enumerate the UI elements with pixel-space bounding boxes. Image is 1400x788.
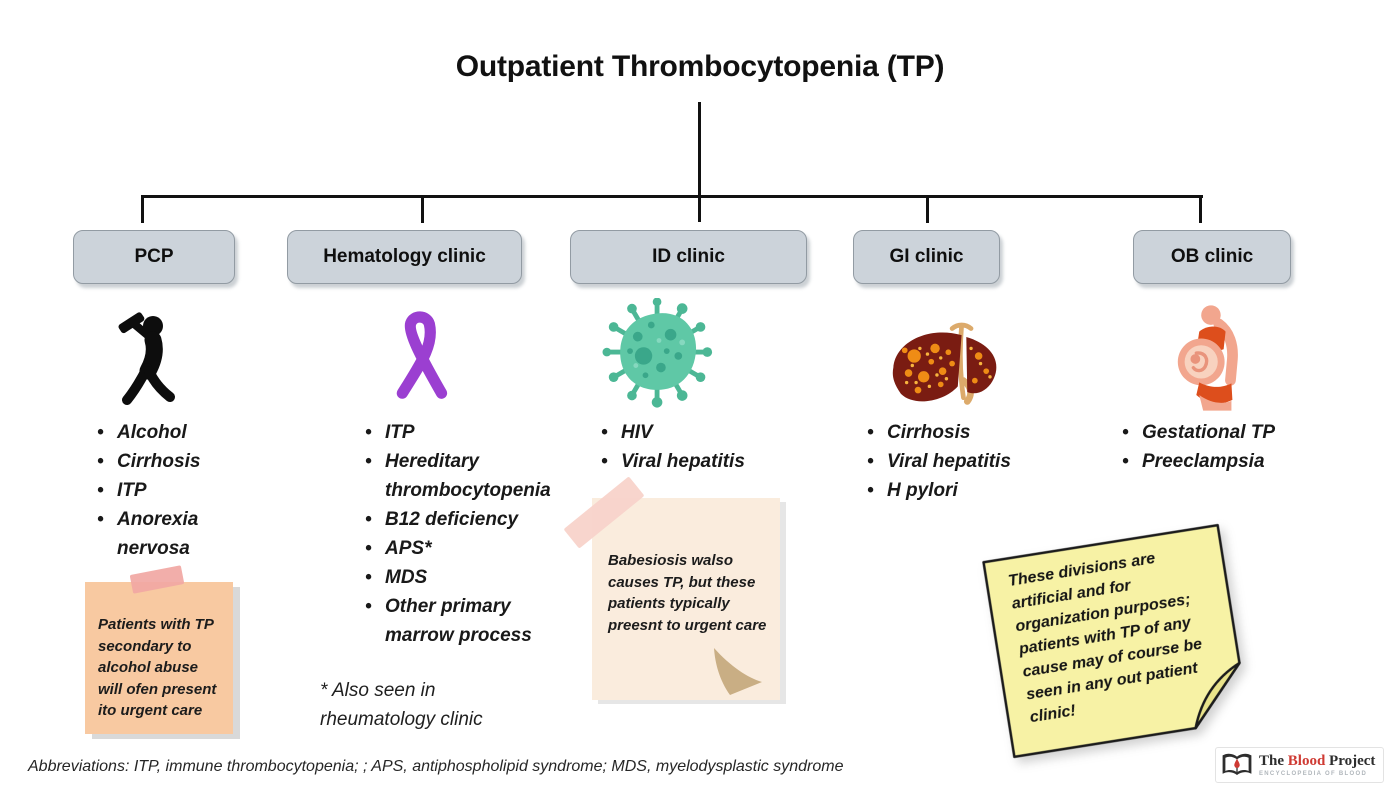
sticky-note-ob-clinic: These divisions are artificial and for o… [981,522,1252,759]
logo-word-the: The [1259,752,1285,769]
header-label-pcp: PCP [134,246,174,267]
connector-drop-gi [926,195,929,223]
logo-word-project: Project [1329,752,1376,769]
header-label-gi-clinic: GI clinic [889,246,964,267]
pregnant-woman-icon [1177,305,1238,411]
header-label-id-clinic: ID clinic [652,246,725,267]
liver-icon [892,322,997,405]
blood-project-logo: The Blood Project ENCYCLOPEDIA OF BLOOD [1215,747,1385,783]
logo-title: The Blood Project [1259,752,1376,769]
list-item: Hereditary thrombocytopenia [362,447,552,505]
list-item: Cirrhosis [864,418,1054,447]
list-item: Preeclampsia [1119,447,1319,476]
list-item: MDS [362,563,552,592]
list-gi-clinic: Cirrhosis Viral hepatitis H pylori [864,418,1054,505]
logo-subtitle: ENCYCLOPEDIA OF BLOOD [1259,770,1368,777]
awareness-ribbon-icon [396,311,448,399]
yellow-note-shape [982,523,1241,759]
rheumatology-footnote: * Also seen in rheumatology clinic [320,680,483,730]
list-id-clinic: HIV Viral hepatitis [598,418,793,476]
page-title: Outpatient Thrombocytopenia (TP) [455,50,945,83]
open-book-icon [1222,753,1252,775]
virus-icon [602,298,713,408]
sticky-note-pcp: Patients with TP secondary to alcohol ab… [85,565,233,734]
drinking-person-icon [118,312,175,405]
list-hematology: ITP Hereditary thrombocytopenia B12 defi… [362,418,552,650]
header-box-id-clinic: ID clinic [570,230,807,284]
sticky-note-id-clinic: Babesiosis walso causes TP, but these pa… [563,476,780,700]
list-item: Anorexia nervosa [94,505,224,563]
sticky-note-id-text: Babesiosis walso causes TP, but these pa… [608,552,767,634]
list-item: ITP [362,418,552,447]
list-item: APS* [362,534,552,563]
sticky-note-pcp-text: Patients with TP secondary to alcohol ab… [98,616,217,719]
list-item: Other primary marrow process [362,592,552,650]
header-box-ob-clinic: OB clinic [1133,230,1291,284]
connector-drop-ob [1199,195,1202,223]
list-item: Gestational TP [1119,418,1319,447]
list-pcp: Alcohol Cirrhosis ITP Anorexia nervosa [94,418,224,563]
sticky-note-ob-text: These divisions are artificial and for o… [1007,549,1204,727]
connector-drop-pcp [141,195,144,223]
connector-stem [698,102,701,222]
tape-icon [563,476,645,549]
header-label-ob-clinic: OB clinic [1170,246,1254,267]
list-item: Viral hepatitis [598,447,793,476]
list-item: Alcohol [94,418,224,447]
connector-horizontal [141,195,1203,198]
header-label-hematology: Hematology clinic [323,246,486,267]
header-box-hematology: Hematology clinic [287,230,522,284]
list-item: Viral hepatitis [864,447,1054,476]
list-item: B12 deficiency [362,505,552,534]
header-box-gi-clinic: GI clinic [853,230,1000,284]
list-item: HIV [598,418,793,447]
abbreviations-line: Abbreviations: ITP, immune thrombocytope… [28,758,844,775]
list-ob-clinic: Gestational TP Preeclampsia [1119,418,1319,476]
connector-drop-hematology [421,195,424,223]
list-item: ITP [94,476,224,505]
folded-corner-icon [714,648,762,695]
list-item: H pylori [864,476,1054,505]
logo-word-blood: Blood [1287,752,1326,769]
header-box-pcp: PCP [73,230,235,284]
tape-icon [129,565,185,594]
list-item: Cirrhosis [94,447,224,476]
